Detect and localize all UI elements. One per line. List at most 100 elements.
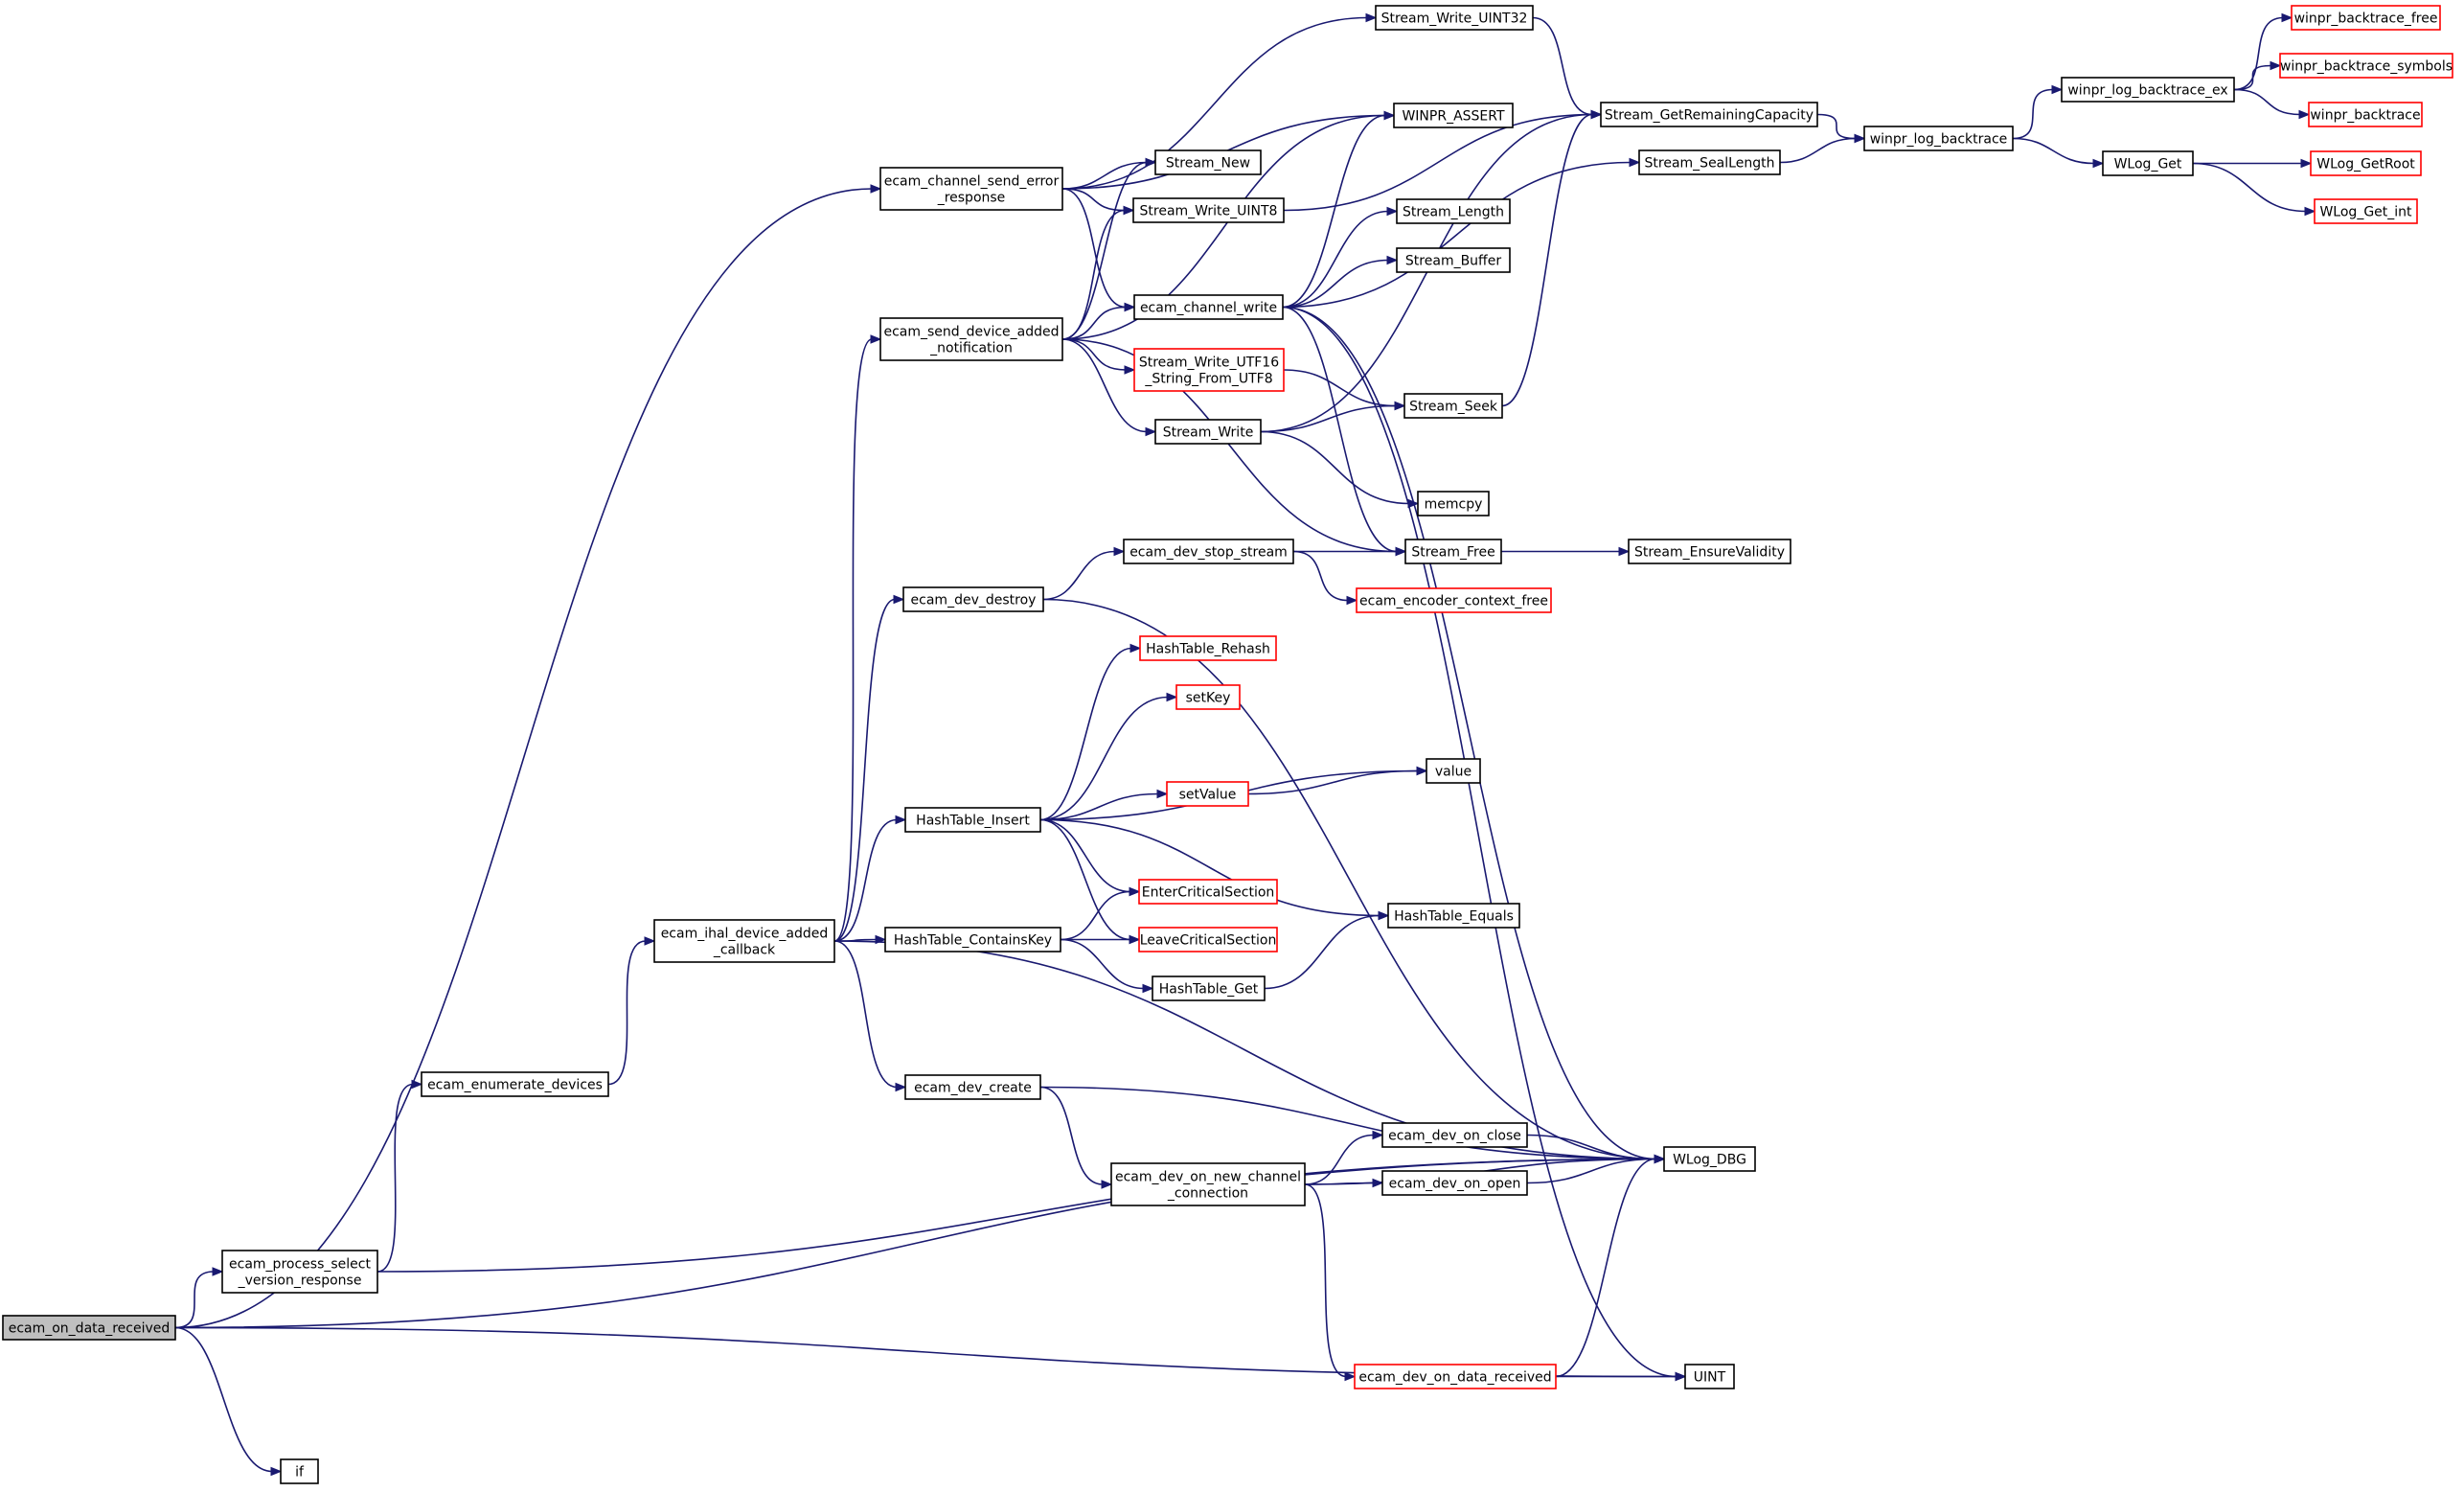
- node-ecam_dev_create[interactable]: ecam_dev_create: [904, 1074, 1041, 1100]
- node-ecam_dev_on_close[interactable]: ecam_dev_on_close: [1381, 1122, 1528, 1148]
- node-label: HashTable_Get: [1159, 982, 1259, 998]
- node-HashTable_Rehash[interactable]: HashTable_Rehash: [1139, 635, 1277, 661]
- edge-line: [1061, 306, 1127, 340]
- node-HashTable_Equals[interactable]: HashTable_Equals: [1387, 903, 1520, 929]
- edge-arrowhead: [1129, 643, 1142, 654]
- node-HashTable_Insert[interactable]: HashTable_Insert: [904, 807, 1041, 833]
- node-Stream_EnsureValidity[interactable]: Stream_EnsureValidity: [1628, 539, 1791, 564]
- edge-arrowhead: [2092, 158, 2105, 169]
- edge-line: [376, 1158, 1656, 1273]
- edge-winpr_log_backtrace-to-WLog_Get: [2012, 137, 2105, 169]
- node-box: [1139, 635, 1277, 661]
- node-WLog_GetRoot[interactable]: WLog_GetRoot: [2310, 150, 2422, 176]
- edge-line: [1282, 306, 1656, 1160]
- edge-ecam_ihal_device_added_callback-to-ecam_dev_create: [833, 940, 907, 1092]
- node-Stream_Write_UTF16_String_From_UTF8[interactable]: Stream_Write_UTF16_String_From_UTF8: [1133, 348, 1285, 392]
- node-HashTable_ContainsKey[interactable]: HashTable_ContainsKey: [884, 927, 1061, 953]
- edge-line: [1039, 818, 1131, 893]
- node-WLog_DBG[interactable]: WLog_DBG: [1663, 1146, 1756, 1172]
- edge-winpr_log_backtrace_ex-to-winpr_backtrace: [2233, 88, 2311, 120]
- node-EnterCriticalSection[interactable]: EnterCriticalSection: [1138, 879, 1278, 905]
- node-ecam_send_device_added_notification[interactable]: ecam_send_device_added_notification: [879, 317, 1063, 361]
- node-Stream_New[interactable]: Stream_New: [1154, 149, 1262, 175]
- edge-ecam_dev_destroy-to-WLog_DBG: [1042, 598, 1666, 1164]
- edge-winpr_log_backtrace_ex-to-winpr_backtrace_symbols: [2233, 60, 2282, 91]
- node-memcpy[interactable]: memcpy: [1417, 491, 1490, 516]
- node-ecam_channel_send_error_response[interactable]: ecam_channel_send_error_response: [879, 167, 1063, 211]
- node-label: ecam_dev_stop_stream: [1129, 545, 1288, 561]
- edge-line: [833, 598, 896, 942]
- edge-line: [2192, 162, 2307, 213]
- node-ecam_enumerate_devices[interactable]: ecam_enumerate_devices: [421, 1071, 609, 1097]
- node-if[interactable]: if: [280, 1458, 319, 1484]
- node-Stream_Seek[interactable]: Stream_Seek: [1403, 393, 1503, 419]
- node-ecam_dev_on_new_channel_connection[interactable]: ecam_dev_on_new_channel_connection: [1110, 1162, 1306, 1206]
- node-Stream_Free[interactable]: Stream_Free: [1404, 539, 1502, 564]
- edge-line: [1526, 1134, 1656, 1160]
- node-Stream_Length[interactable]: Stream_Length: [1396, 198, 1511, 224]
- edge-ecam_send_device_added_notification-to-ecam_channel_write: [1061, 302, 1136, 340]
- node-ecam_on_data_received[interactable]: ecam_on_data_received: [2, 1315, 176, 1341]
- node-label: ecam_channel_send_error: [884, 174, 1060, 190]
- node-WINPR_ASSERT[interactable]: WINPR_ASSERT: [1393, 103, 1514, 128]
- edge-HashTable_Insert-to-setValue: [1039, 789, 1169, 821]
- node-Stream_Write_UINT8[interactable]: Stream_Write_UINT8: [1132, 197, 1285, 223]
- node-box: [1133, 294, 1284, 320]
- node-LeaveCriticalSection[interactable]: LeaveCriticalSection: [1138, 927, 1278, 953]
- node-ecam_process_select_version_response[interactable]: ecam_process_select_version_response: [221, 1250, 378, 1294]
- node-winpr_backtrace_symbols[interactable]: winpr_backtrace_symbols: [2279, 53, 2453, 79]
- edge-ecam_dev_stop_stream-to-ecam_encoder_context_free: [1292, 550, 1358, 606]
- node-Stream_SealLength[interactable]: Stream_SealLength: [1638, 149, 1781, 175]
- node-box: [1154, 149, 1262, 175]
- node-label: Stream_Free: [1411, 545, 1494, 561]
- node-label: WLog_DBG: [1673, 1153, 1746, 1168]
- node-label: Stream_Write_UINT8: [1140, 204, 1278, 219]
- edge-line: [1061, 338, 1398, 553]
- node-winpr_backtrace_free[interactable]: winpr_backtrace_free: [2291, 5, 2441, 31]
- node-Stream_GetRemainingCapacity[interactable]: Stream_GetRemainingCapacity: [1600, 102, 1818, 127]
- edge-arrowhead: [1675, 1371, 1687, 1382]
- edge-ecam_channel_write-to-Stream_SealLength: [1282, 157, 1641, 309]
- node-winpr_log_backtrace_ex[interactable]: winpr_log_backtrace_ex: [2061, 77, 2235, 103]
- node-value[interactable]: value: [1426, 758, 1481, 784]
- edge-line: [1260, 113, 1593, 433]
- node-setKey[interactable]: setKey: [1175, 684, 1241, 710]
- node-Stream_Write_UINT32[interactable]: Stream_Write_UINT32: [1375, 5, 1534, 31]
- node-label: winpr_backtrace: [2310, 108, 2420, 124]
- node-ecam_encoder_context_free[interactable]: ecam_encoder_context_free: [1356, 587, 1552, 613]
- node-box: [1152, 976, 1266, 1001]
- node-ecam_dev_stop_stream[interactable]: ecam_dev_stop_stream: [1123, 539, 1294, 564]
- node-ecam_channel_write[interactable]: ecam_channel_write: [1133, 294, 1284, 320]
- node-ecam_ihal_device_added_callback[interactable]: ecam_ihal_device_added_callback: [653, 919, 835, 963]
- node-Stream_Write[interactable]: Stream_Write: [1154, 419, 1262, 445]
- node-Stream_Buffer[interactable]: Stream_Buffer: [1396, 247, 1511, 273]
- node-WLog_Get_int[interactable]: WLog_Get_int: [2314, 198, 2418, 224]
- edge-line: [1282, 259, 1389, 309]
- edge-arrowhead: [411, 1079, 423, 1090]
- node-UINT[interactable]: UINT: [1684, 1364, 1735, 1389]
- node-box: [1403, 393, 1503, 419]
- edge-ecam_channel_write-to-WLog_DBG: [1282, 306, 1666, 1164]
- edge-ecam_ihal_device_added_callback-to-ecam_dev_destroy: [833, 594, 905, 942]
- node-ecam_dev_on_data_received[interactable]: ecam_dev_on_data_received: [1354, 1364, 1557, 1389]
- node-box: [1166, 781, 1249, 807]
- node-label: ecam_dev_on_close: [1388, 1129, 1521, 1144]
- node-label: setValue: [1179, 788, 1237, 803]
- node-label: setKey: [1186, 691, 1231, 706]
- node-box: [2310, 150, 2422, 176]
- node-label: ecam_encoder_context_free: [1359, 594, 1548, 609]
- node-setValue[interactable]: setValue: [1166, 781, 1249, 807]
- node-label: _notification: [929, 341, 1013, 356]
- node-box: [2314, 198, 2418, 224]
- node-ecam_dev_destroy[interactable]: ecam_dev_destroy: [902, 586, 1044, 612]
- node-WLog_Get[interactable]: WLog_Get: [2102, 150, 2194, 176]
- node-HashTable_Get[interactable]: HashTable_Get: [1152, 976, 1266, 1001]
- node-winpr_backtrace[interactable]: winpr_backtrace: [2308, 102, 2423, 127]
- node-box: [421, 1071, 609, 1097]
- node-winpr_log_backtrace[interactable]: winpr_log_backtrace: [1863, 126, 2014, 151]
- node-ecam_dev_on_open[interactable]: ecam_dev_on_open: [1381, 1170, 1528, 1196]
- edge-line: [1282, 114, 1386, 309]
- node-label: Stream_SealLength: [1645, 156, 1775, 172]
- node-box: [1154, 419, 1262, 445]
- node-box: [1381, 1122, 1528, 1148]
